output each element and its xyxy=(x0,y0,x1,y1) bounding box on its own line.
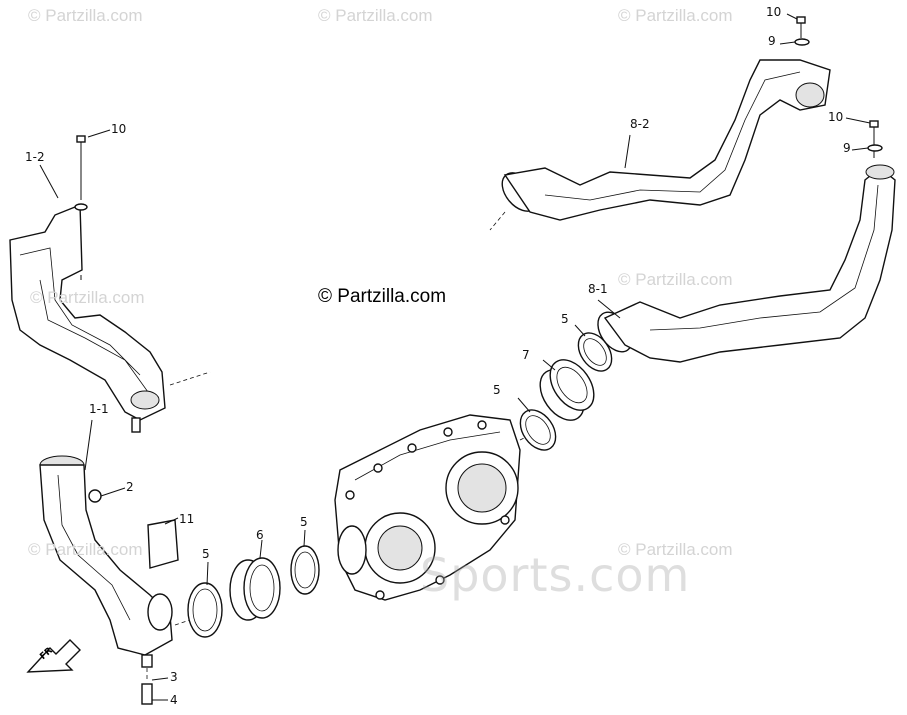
callout-10-left: 10 xyxy=(111,122,127,136)
duct-8-2 xyxy=(489,59,831,231)
callout-9-right: 9 xyxy=(843,141,851,155)
callout-11: 11 xyxy=(179,512,195,526)
watermark-partzilla: © Partzilla.com xyxy=(618,6,733,25)
bolt-10-top xyxy=(786,13,806,38)
watermark-partzilla: © Partzilla.com xyxy=(30,288,145,307)
watermark-partzilla: © Partzilla.com xyxy=(28,6,143,25)
callout-5-upper-right: 5 xyxy=(561,312,569,326)
small-parts-3-4 xyxy=(141,668,169,705)
washer-9-top xyxy=(779,38,810,46)
callout-1-2: 1-2 xyxy=(25,150,45,164)
boot-7 xyxy=(539,359,595,421)
duct-1-1 xyxy=(39,455,206,668)
clamp-5-upper-left xyxy=(517,397,557,451)
front-arrow-icon xyxy=(26,639,81,673)
callout-5-upper-left: 5 xyxy=(493,383,501,397)
duct-1-2 xyxy=(9,203,211,433)
callout-4: 4 xyxy=(170,693,178,707)
callout-1-1: 1-1 xyxy=(89,402,109,416)
callout-8-1: 8-1 xyxy=(588,282,608,296)
clamp-5-lower-right xyxy=(290,529,320,595)
cvt-housing xyxy=(334,414,521,601)
duct-8-1 xyxy=(597,164,896,363)
clamp-5-lower-left xyxy=(187,561,223,638)
callout-9-top: 9 xyxy=(768,34,776,48)
callout-10-top: 10 xyxy=(766,5,782,19)
boot-6 xyxy=(229,539,281,621)
callout-2: 2 xyxy=(126,480,134,494)
partzilla-brand-label: © Partzilla.com xyxy=(318,286,447,307)
callout-3: 3 xyxy=(170,670,178,684)
watermark-partzilla: © Partzilla.com xyxy=(318,6,433,25)
nut-2 xyxy=(88,487,126,503)
dealer-watermark: Sports.com xyxy=(420,548,691,602)
callout-6: 6 xyxy=(256,528,264,542)
callout-5-lower-left: 5 xyxy=(202,547,210,561)
watermark-partzilla: © Partzilla.com xyxy=(28,540,143,559)
callout-10-right: 10 xyxy=(828,110,844,124)
bolt-10-right xyxy=(845,117,879,158)
plate-11 xyxy=(147,517,179,569)
washer-9-right xyxy=(851,144,883,152)
watermark-partzilla: © Partzilla.com xyxy=(618,270,733,289)
callout-7: 7 xyxy=(522,348,530,362)
watermark-partzilla: © Partzilla.com xyxy=(618,540,733,559)
bolt-10-left xyxy=(74,135,88,280)
callout-8-2: 8-2 xyxy=(630,117,650,131)
callout-5-lower-right: 5 xyxy=(300,515,308,529)
